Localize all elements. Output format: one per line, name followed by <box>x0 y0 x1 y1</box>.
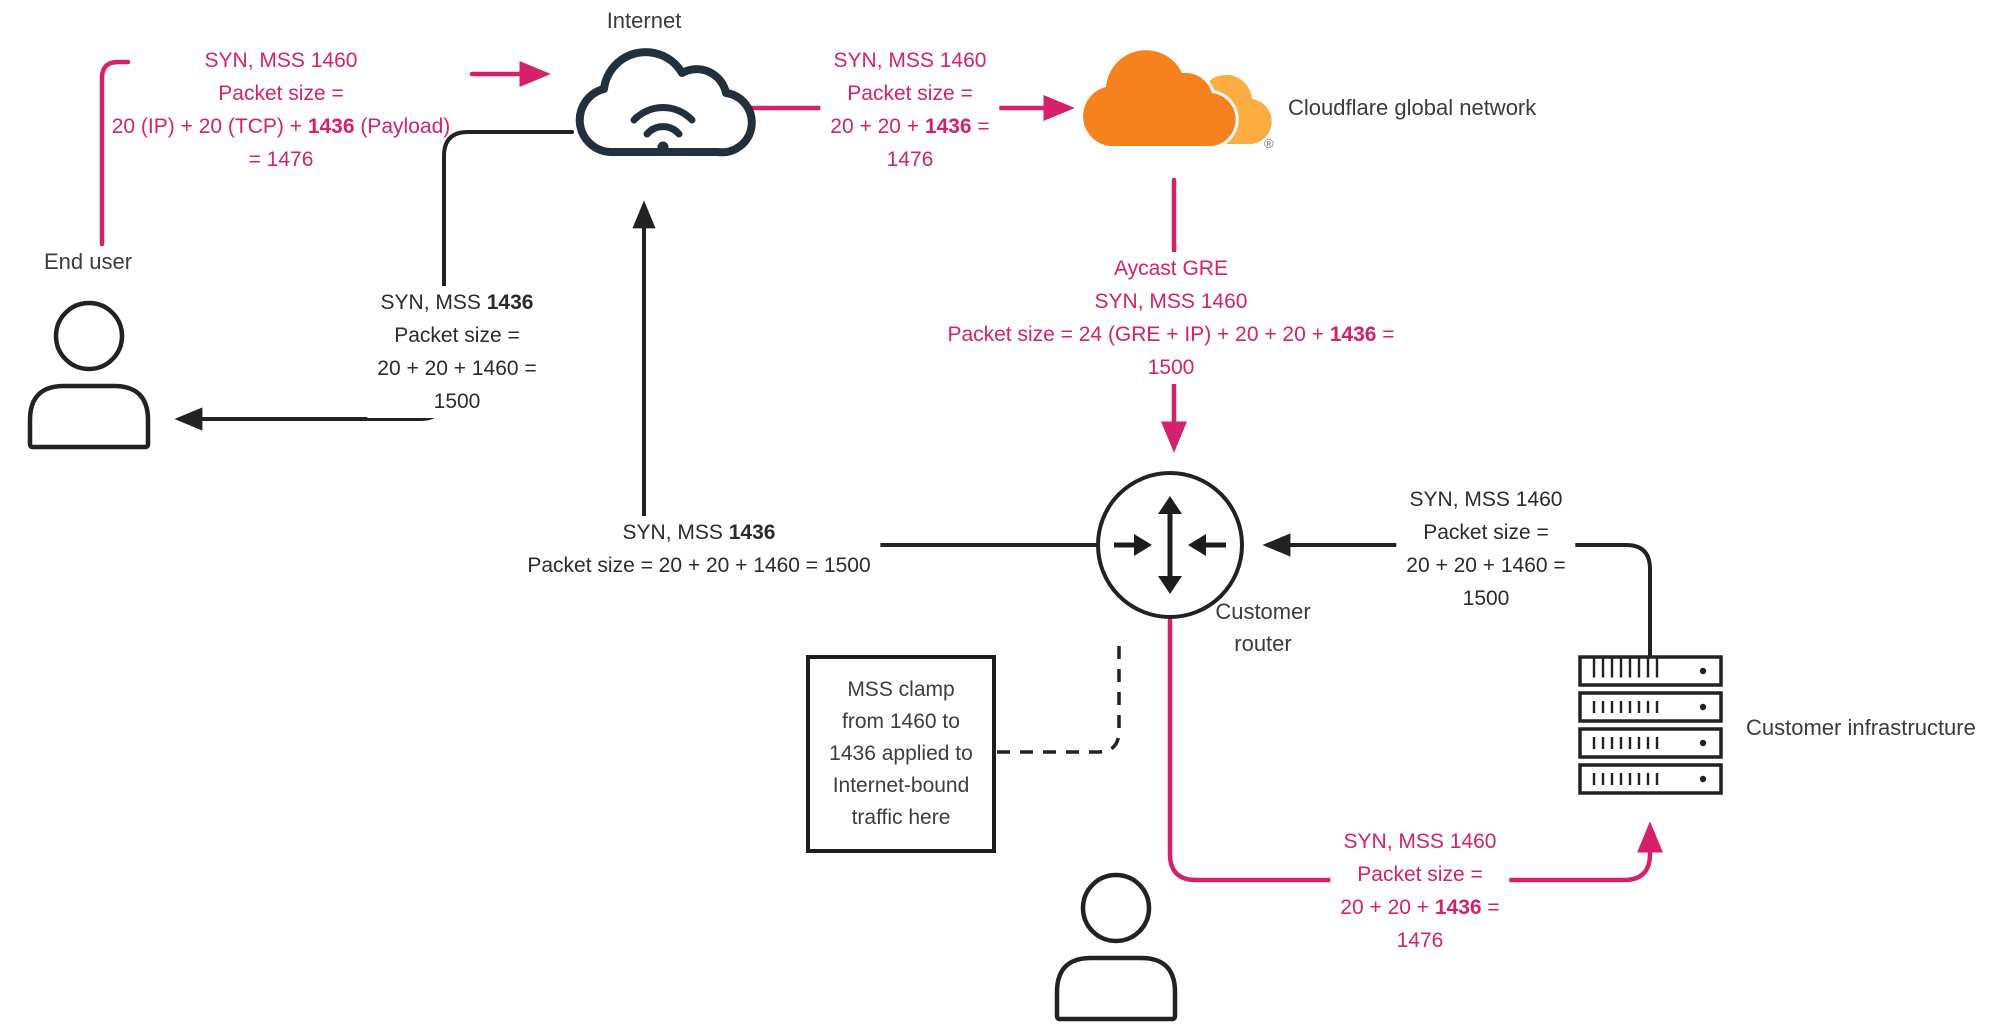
arrow-infrastructure-to-router <box>1262 533 1652 659</box>
bold-value: 1436 <box>486 291 534 314</box>
customer-router-label-line2: router <box>1234 631 1292 656</box>
annotation-cloudflare-to-router: Aycast GRE SYN, MSS 1460 Packet size = 2… <box>937 252 1405 384</box>
bold-value: 1436 <box>1434 896 1482 919</box>
annotation-line: Packet size = <box>1357 863 1483 886</box>
cloudflare-label: Cloudflare global network <box>1288 95 1537 120</box>
annotation-line: SYN, MSS 1460 <box>833 49 987 72</box>
annotation-line: 1500 <box>1462 587 1510 610</box>
customer-infrastructure-label: Customer infrastructure <box>1746 715 1976 740</box>
annotation-line: Packet size = <box>847 82 973 105</box>
registered-mark: ® <box>1264 136 1274 151</box>
annotation-line: SYN, MSS 1436 <box>622 521 776 544</box>
internet-cloud-icon <box>575 48 756 157</box>
annotation-line: 20 + 20 + 1460 = <box>1406 554 1566 577</box>
internet-label: Internet <box>606 8 682 33</box>
annotation-line: Aycast GRE <box>1114 257 1228 280</box>
customer-router-icon <box>1096 471 1244 619</box>
bold-value: 1436 <box>924 115 972 138</box>
annotation-line: 20 (IP) + 20 (TCP) + 1436 (Payload) <box>111 115 451 138</box>
end-user-label: End user <box>44 249 133 274</box>
clamp-note-line: from 1460 to <box>842 710 960 733</box>
line-user-to-internet <box>99 59 131 247</box>
annotation-line: 1500 <box>1147 356 1195 379</box>
customer-router-label-line1: Customer <box>1215 599 1311 624</box>
customer-person-icon <box>1054 872 1178 1022</box>
annotation-line: Packet size = 24 (GRE + IP) + 20 + 20 + … <box>947 323 1395 346</box>
bold-value: 1436 <box>307 115 355 138</box>
annotation-line: Packet size = <box>1423 521 1549 544</box>
annotation-router-to-infrastructure: SYN, MSS 1460 Packet size = 20 + 20 + 14… <box>1330 825 1510 957</box>
annotation-line: = 1476 <box>248 148 314 171</box>
server-unit <box>1578 655 1723 687</box>
annotation-line: SYN, MSS 1460 <box>204 49 358 72</box>
bold-value: 1436 <box>1329 323 1377 346</box>
clamp-note-line: 1436 applied to <box>829 742 973 765</box>
annotation-line: Packet size = <box>218 82 344 105</box>
annotation-line: 1500 <box>433 390 481 413</box>
clamp-note-line: Internet-bound <box>832 774 970 797</box>
bold-value: 1436 <box>728 521 776 544</box>
wifi-icon <box>630 104 696 153</box>
annotation-router-to-internet: SYN, MSS 1436 Packet size = 20 + 20 + 14… <box>517 516 881 582</box>
annotation-infrastructure-to-router: SYN, MSS 1460 Packet size = 20 + 20 + 14… <box>1396 483 1576 615</box>
clamp-note-line: MSS clamp <box>847 678 955 701</box>
annotation-line: SYN, MSS 1460 <box>1409 488 1563 511</box>
annotation-line: 20 + 20 + 1436 = <box>830 115 990 138</box>
annotation-internet-to-user: SYN, MSS 1436 Packet size = 20 + 20 + 14… <box>367 286 547 418</box>
annotation-user-to-internet: SYN, MSS 1460 Packet size = 20 (IP) + 20… <box>112 44 451 176</box>
dashed-line-clamp-to-router <box>997 642 1121 754</box>
annotation-line: 20 + 20 + 1436 = <box>1340 896 1500 919</box>
annotation-line: 20 + 20 + 1460 = <box>377 357 537 380</box>
annotation-line: Packet size = <box>394 324 520 347</box>
annotation-internet-to-cloudflare: SYN, MSS 1460 Packet size = 20 + 20 + 14… <box>820 44 1000 176</box>
customer-router-label: Customer router <box>1215 596 1310 660</box>
annotation-line: 1476 <box>1396 929 1444 952</box>
server-unit <box>1578 763 1723 795</box>
cloudflare-logo-icon: ® <box>1080 47 1274 151</box>
clamp-note-line: traffic here <box>851 806 951 829</box>
server-unit <box>1578 727 1723 759</box>
annotation-line: Packet size = 20 + 20 + 1460 = 1500 <box>527 554 871 577</box>
annotation-line: SYN, MSS 1460 <box>1343 830 1497 853</box>
server-unit <box>1578 691 1723 723</box>
annotation-line: SYN, MSS 1436 <box>380 291 534 314</box>
end-user-icon <box>27 300 151 450</box>
annotation-line: 1476 <box>886 148 934 171</box>
mss-clamp-note-box: MSS clamp from 1460 to 1436 applied to I… <box>806 655 996 853</box>
annotation-line: SYN, MSS 1460 <box>1094 290 1248 313</box>
server-stack-icon <box>1578 655 1723 795</box>
